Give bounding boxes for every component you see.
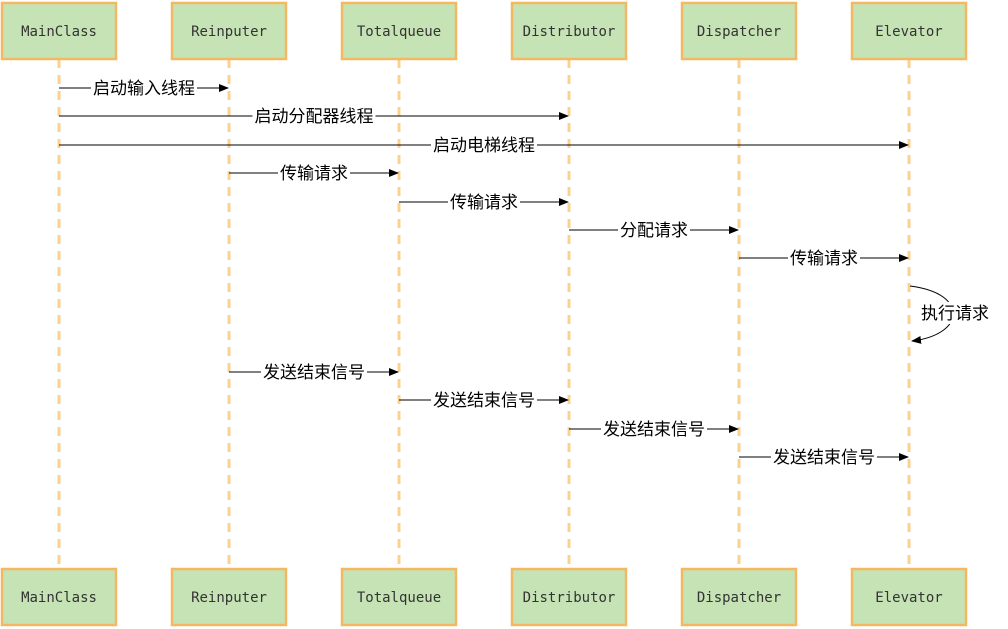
actor-label: Reinputer (191, 590, 267, 606)
actor-reinputer-top: Reinputer (170, 1, 288, 61)
message-9: 发送结束信号 (229, 361, 399, 383)
actor-box (170, 567, 288, 627)
message-1: 启动输入线程 (59, 77, 229, 99)
actor-reinputer-bottom: Reinputer (170, 567, 288, 627)
actor-box (510, 567, 628, 627)
message-label: 分配请求 (620, 221, 688, 241)
actor-box (850, 567, 968, 627)
message-label: 启动输入线程 (93, 79, 195, 99)
actor-totalqueue-top: Totalqueue (340, 1, 458, 61)
actor-label: MainClass (21, 24, 97, 40)
actor-box (170, 1, 288, 61)
actor-label: Distributor (523, 590, 616, 606)
message-label: 发送结束信号 (263, 363, 365, 383)
actor-box (340, 1, 458, 61)
message-label: 发送结束信号 (433, 391, 535, 411)
message-2: 启动分配器线程 (59, 105, 569, 127)
message-11: 发送结束信号 (569, 418, 739, 440)
actor-dispatcher-top: Dispatcher (680, 1, 798, 61)
message-label-bg (91, 77, 197, 99)
actor-distributor-top: Distributor (510, 1, 628, 61)
actor-elevator-bottom: Elevator (850, 567, 968, 627)
actor-label: Elevator (875, 24, 942, 40)
message-7: 传输请求 (739, 247, 909, 269)
message-label: 传输请求 (450, 193, 518, 213)
message-label-bg (431, 134, 537, 156)
message-label: 传输请求 (280, 164, 348, 184)
message-label-bg (618, 219, 690, 241)
lifelines (57, 59, 911, 569)
message-label-bg (601, 418, 707, 440)
actor-elevator-top: Elevator (850, 1, 968, 61)
actor-mainclass-top: MainClass (0, 1, 118, 61)
message-3: 启动电梯线程 (59, 134, 909, 156)
message-label-bg (919, 302, 991, 324)
message-label-bg (431, 389, 537, 411)
message-label: 传输请求 (790, 249, 858, 269)
actor-mainclass-bottom: MainClass (0, 567, 118, 627)
message-5: 传输请求 (399, 191, 569, 213)
actor-box (0, 1, 118, 61)
message-6: 分配请求 (569, 219, 739, 241)
actor-label: Totalqueue (357, 590, 441, 606)
message-8: 执行请求 (909, 285, 991, 344)
actor-totalqueue-bottom: Totalqueue (340, 567, 458, 627)
message-label-bg (261, 361, 367, 383)
actor-box (850, 1, 968, 61)
message-label: 执行请求 (921, 304, 989, 324)
message-label: 启动电梯线程 (433, 136, 535, 156)
actor-box (0, 567, 118, 627)
actor-label: MainClass (21, 590, 97, 606)
message-label: 发送结束信号 (603, 420, 705, 440)
actor-box (510, 1, 628, 61)
actor-label: Dispatcher (697, 24, 781, 40)
actor-box (680, 567, 798, 627)
actor-label: Elevator (875, 590, 942, 606)
actors: MainClassMainClassReinputerReinputerTota… (0, 1, 968, 627)
actor-label: Dispatcher (697, 590, 781, 606)
actor-label: Reinputer (191, 24, 267, 40)
actor-dispatcher-bottom: Dispatcher (680, 567, 798, 627)
message-label-bg (788, 247, 860, 269)
message-label-bg (278, 162, 350, 184)
message-label-bg (771, 446, 877, 468)
actor-distributor-bottom: Distributor (510, 567, 628, 627)
actor-label: Totalqueue (357, 24, 441, 40)
message-label: 发送结束信号 (773, 448, 875, 468)
messages: 启动输入线程启动分配器线程启动电梯线程传输请求传输请求分配请求传输请求执行请求发… (59, 77, 991, 468)
message-label-bg (252, 105, 376, 127)
actor-box (680, 1, 798, 61)
message-label: 启动分配器线程 (255, 107, 374, 127)
message-12: 发送结束信号 (739, 446, 909, 468)
message-10: 发送结束信号 (399, 389, 569, 411)
actor-box (340, 567, 458, 627)
actor-label: Distributor (523, 24, 616, 40)
message-label-bg (448, 191, 520, 213)
message-4: 传输请求 (229, 162, 399, 184)
